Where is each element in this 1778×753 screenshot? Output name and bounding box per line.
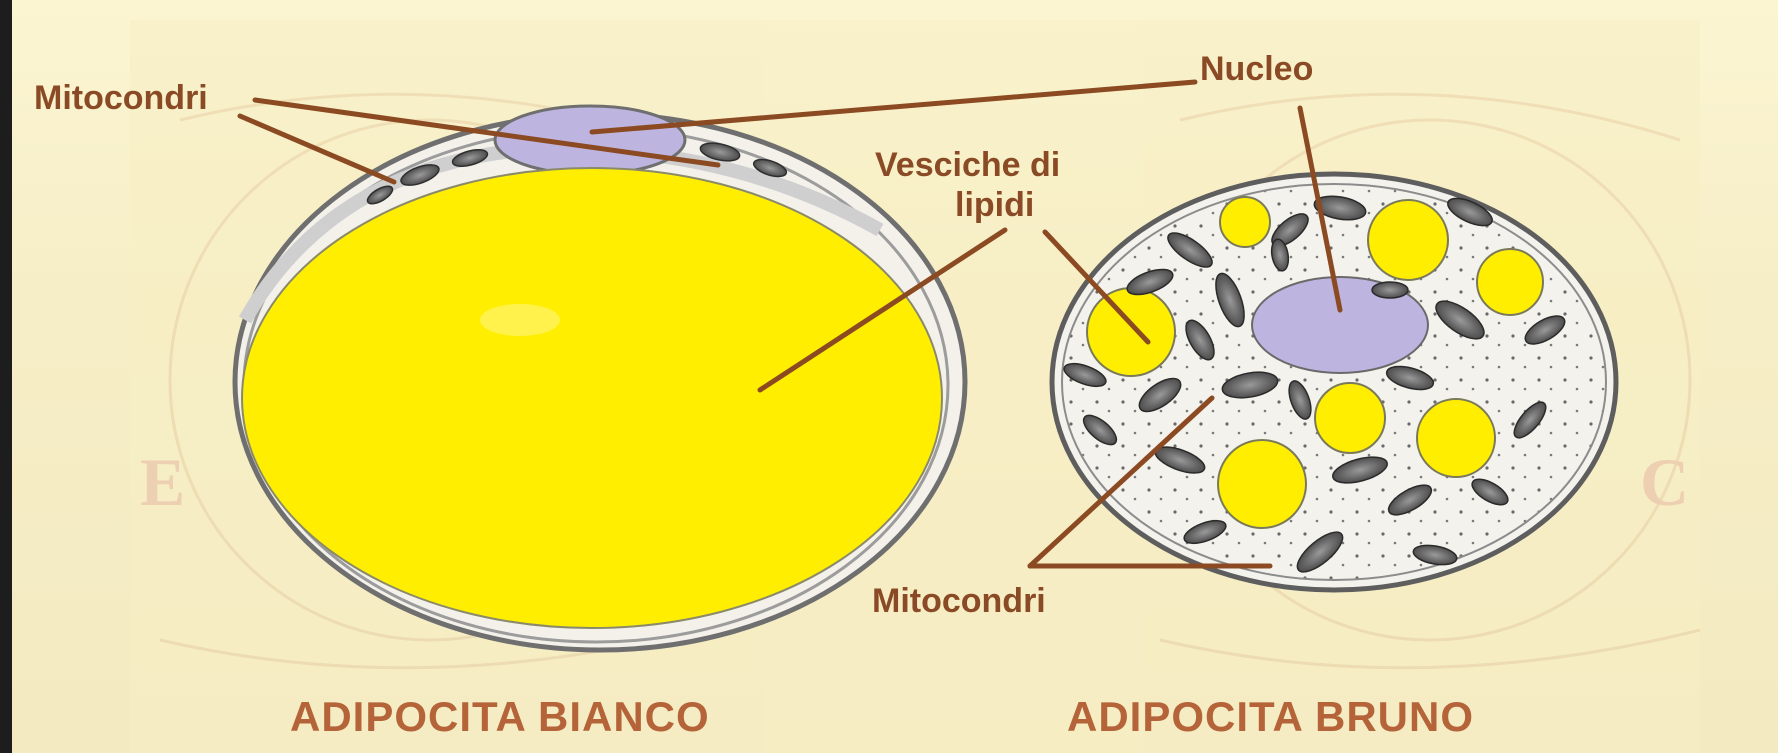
watermark-letter-left: E (140, 444, 185, 520)
label-mitocondri-bottom: Mitocondri (872, 582, 1046, 620)
caption-white-adipocyte: ADIPOCITA BIANCO (290, 693, 710, 740)
brown-adipocyte (1052, 174, 1616, 590)
label-vesciche-line1: Vesciche di (875, 146, 1060, 184)
white-adipocyte (235, 106, 965, 650)
white-lipid-droplet (242, 168, 942, 628)
watermark-letters-right: C (1640, 444, 1689, 520)
label-vesciche-line2: lipidi (955, 186, 1034, 224)
label-mitocondri-left: Mitocondri (34, 79, 208, 117)
label-nucleo: Nucleo (1200, 50, 1313, 88)
caption-brown-adipocyte: ADIPOCITA BRUNO (1067, 693, 1474, 740)
